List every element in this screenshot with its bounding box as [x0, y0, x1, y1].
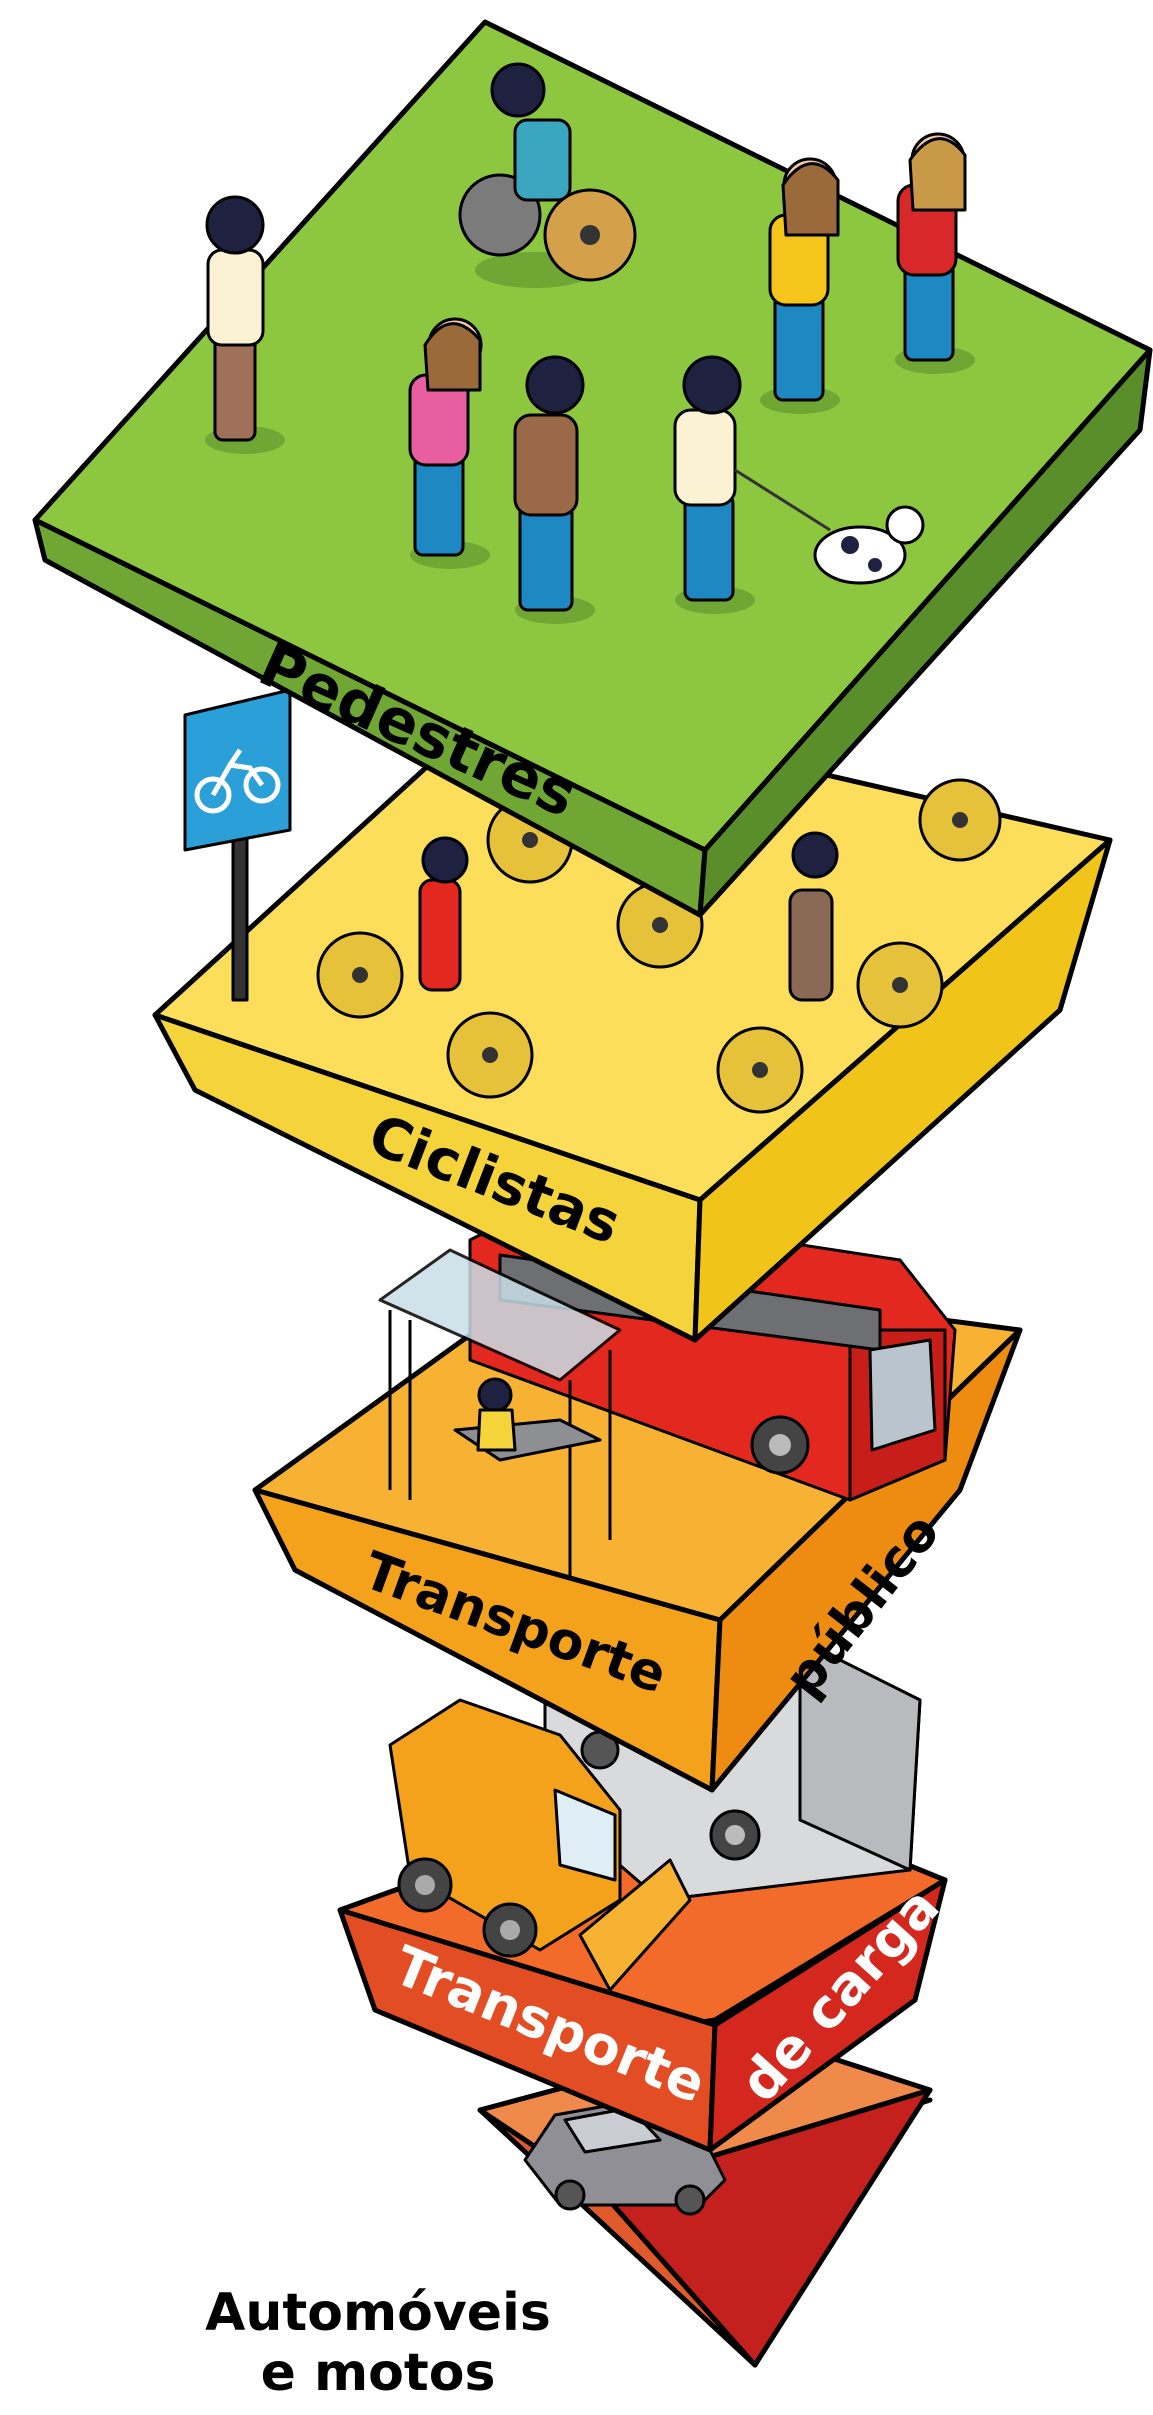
- automoveis-label-line2: e motos: [261, 2343, 496, 2403]
- automoveis-label-line1: Automóveis: [205, 2283, 551, 2343]
- cyclist-4: [920, 780, 1000, 860]
